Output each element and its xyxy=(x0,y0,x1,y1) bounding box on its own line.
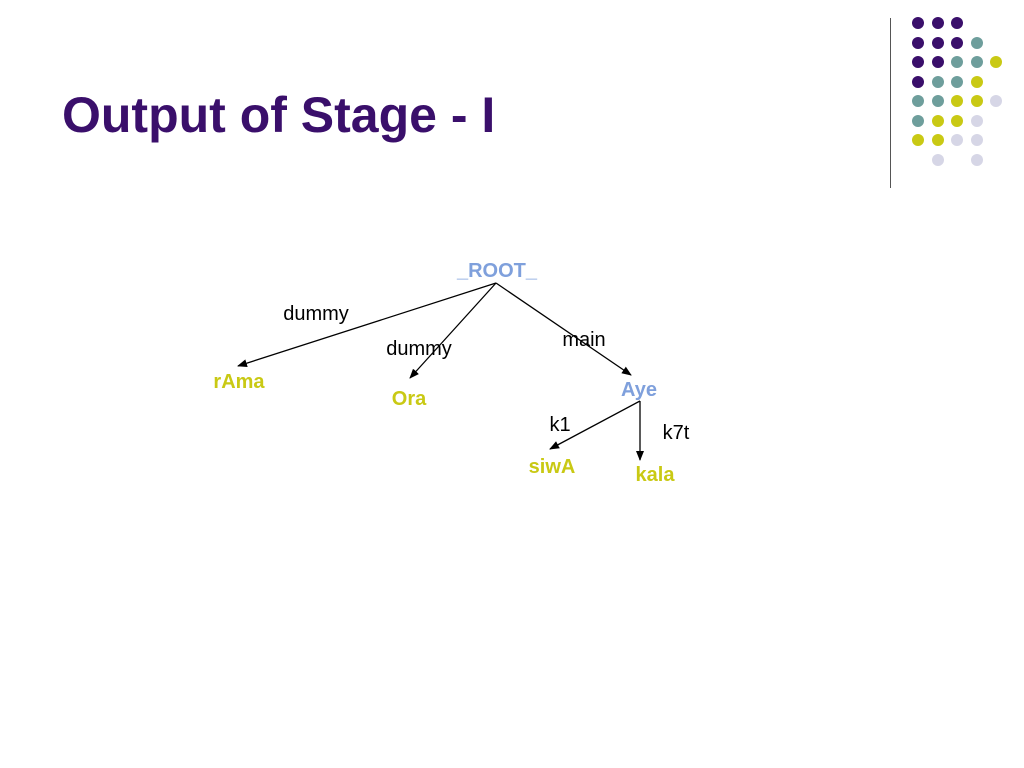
decorative-dot xyxy=(990,56,1002,68)
decorative-dot xyxy=(970,75,983,88)
decorative-dot xyxy=(951,134,963,146)
tree-node-kala: kala xyxy=(636,464,676,486)
decorative-dot xyxy=(970,95,983,107)
decorative-dot xyxy=(951,56,963,68)
divider-line xyxy=(890,18,891,188)
decorative-dot xyxy=(912,56,924,68)
decorative-dot xyxy=(931,36,944,49)
tree-node-rama: rAma xyxy=(213,371,265,393)
decorative-dot xyxy=(931,134,944,146)
edge-arrow-root-rama xyxy=(237,282,497,368)
decorative-dot xyxy=(912,36,924,49)
slide-title: Output of Stage - I xyxy=(62,87,496,143)
edge-arrow-root-ora xyxy=(409,282,497,379)
decorative-dot xyxy=(931,17,944,29)
decorative-dot xyxy=(931,75,944,88)
edge-label-root-rama: dummy xyxy=(283,303,349,325)
edge-label-root-aye: main xyxy=(562,329,605,351)
decorative-dot xyxy=(990,95,1002,107)
decorative-dot xyxy=(970,56,983,68)
decorative-dot xyxy=(931,95,944,107)
decorative-dot xyxy=(970,153,983,166)
decorative-dot xyxy=(931,56,944,68)
decorative-dot xyxy=(931,153,944,166)
tree-node-root: _ROOT_ xyxy=(456,260,538,282)
decorative-dot xyxy=(931,114,944,127)
decorative-dot xyxy=(970,114,983,127)
decorative-dot xyxy=(951,17,963,29)
decorative-dot xyxy=(951,36,963,49)
edge-label-root-ora: dummy xyxy=(386,338,452,360)
decorative-dot xyxy=(951,114,963,127)
decorative-dot xyxy=(951,95,963,107)
tree-node-ora: Ora xyxy=(392,388,427,410)
decorative-dot xyxy=(912,75,924,88)
decorative-dot xyxy=(970,36,983,49)
tree-node-aye: Aye xyxy=(621,379,657,401)
decorative-dot xyxy=(912,114,924,127)
edge-arrow-root-aye xyxy=(495,282,632,376)
decorative-dot xyxy=(951,75,963,88)
edge-label-aye-siwa: k1 xyxy=(549,414,570,436)
decorative-dot xyxy=(912,17,924,29)
tree-node-siwa: siwA xyxy=(529,456,576,478)
edge-arrow-aye-siwa xyxy=(549,400,641,450)
decorative-dot xyxy=(912,134,924,146)
edge-label-aye-kala: k7t xyxy=(663,422,690,444)
decorative-dot xyxy=(970,134,983,146)
decorative-dot xyxy=(912,95,924,107)
